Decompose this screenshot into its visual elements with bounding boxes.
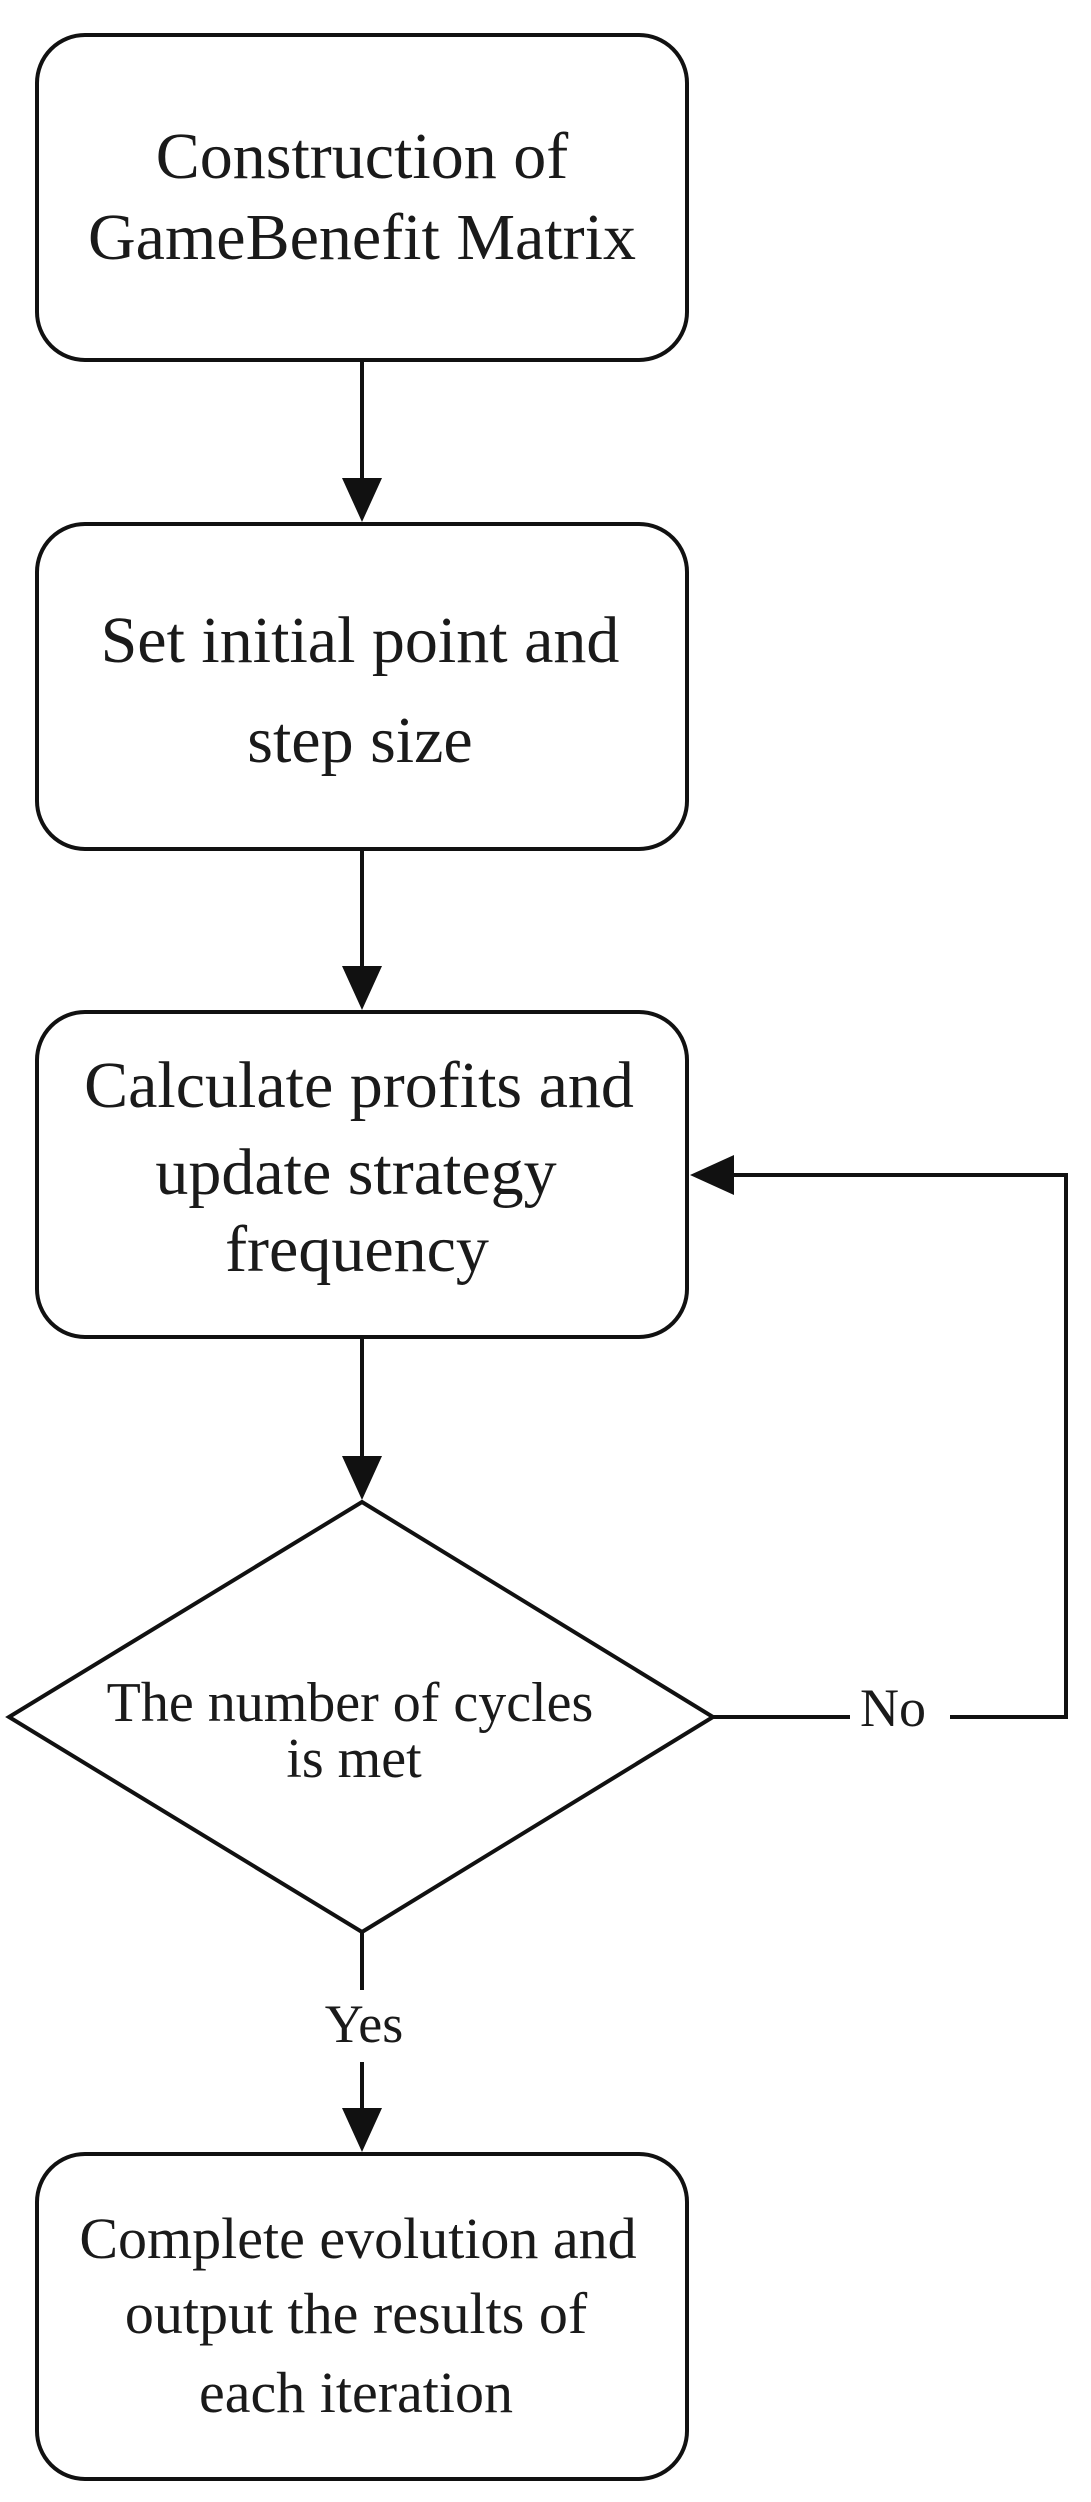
- node-complete-line-2: output the results of: [125, 2281, 588, 2346]
- node-complete-line-3: each iteration: [199, 2360, 513, 2425]
- edge-calc-to-decision: [342, 1337, 382, 1500]
- node-construct-line-2: GameBenefit Matrix: [88, 201, 636, 274]
- node-init-line-1: Set initial point and: [101, 604, 620, 677]
- node-calc-line-1: Calculate profits and: [84, 1049, 634, 1122]
- node-decision-line-1: The number of cycles: [107, 1672, 594, 1734]
- edge-init-to-calc: [342, 849, 382, 1010]
- edge-yes: Yes: [325, 1932, 404, 2152]
- edge-no-loop-arrowhead: [690, 1155, 734, 1195]
- edge-yes-arrowhead: [342, 2108, 382, 2152]
- edge-init-to-calc-arrowhead: [342, 966, 382, 1010]
- edge-no-loop: No: [690, 1155, 1068, 1738]
- node-decision: The number of cycles is met: [5, 1499, 717, 1935]
- node-complete: Complete evolution and output the result…: [35, 2152, 689, 2481]
- node-calc-line-3: frequency: [225, 1213, 489, 1286]
- node-complete-box: [35, 2152, 689, 2481]
- node-calc: Calculate profits and update strategy fr…: [35, 1010, 689, 1339]
- edge-no-label: No: [860, 1678, 926, 1738]
- edge-construct-to-init: [342, 360, 382, 522]
- edge-no-loop-segment-b: [730, 1173, 1068, 1719]
- node-complete-line-1: Complete evolution and: [79, 2206, 636, 2271]
- node-construct-line-1: Construction of: [156, 120, 568, 193]
- edge-calc-to-decision-arrowhead: [342, 1456, 382, 1500]
- edge-yes-label: Yes: [325, 1994, 404, 2054]
- edge-construct-to-init-arrowhead: [342, 478, 382, 522]
- node-init-box: [35, 522, 689, 851]
- node-decision-line-2: is met: [286, 1728, 422, 1790]
- node-calc-line-2: update strategy: [155, 1136, 556, 1209]
- node-construct: Construction of GameBenefit Matrix: [35, 33, 689, 362]
- node-construct-box: [35, 33, 689, 362]
- node-init: Set initial point and step size: [35, 522, 689, 851]
- node-init-line-2: step size: [247, 704, 472, 777]
